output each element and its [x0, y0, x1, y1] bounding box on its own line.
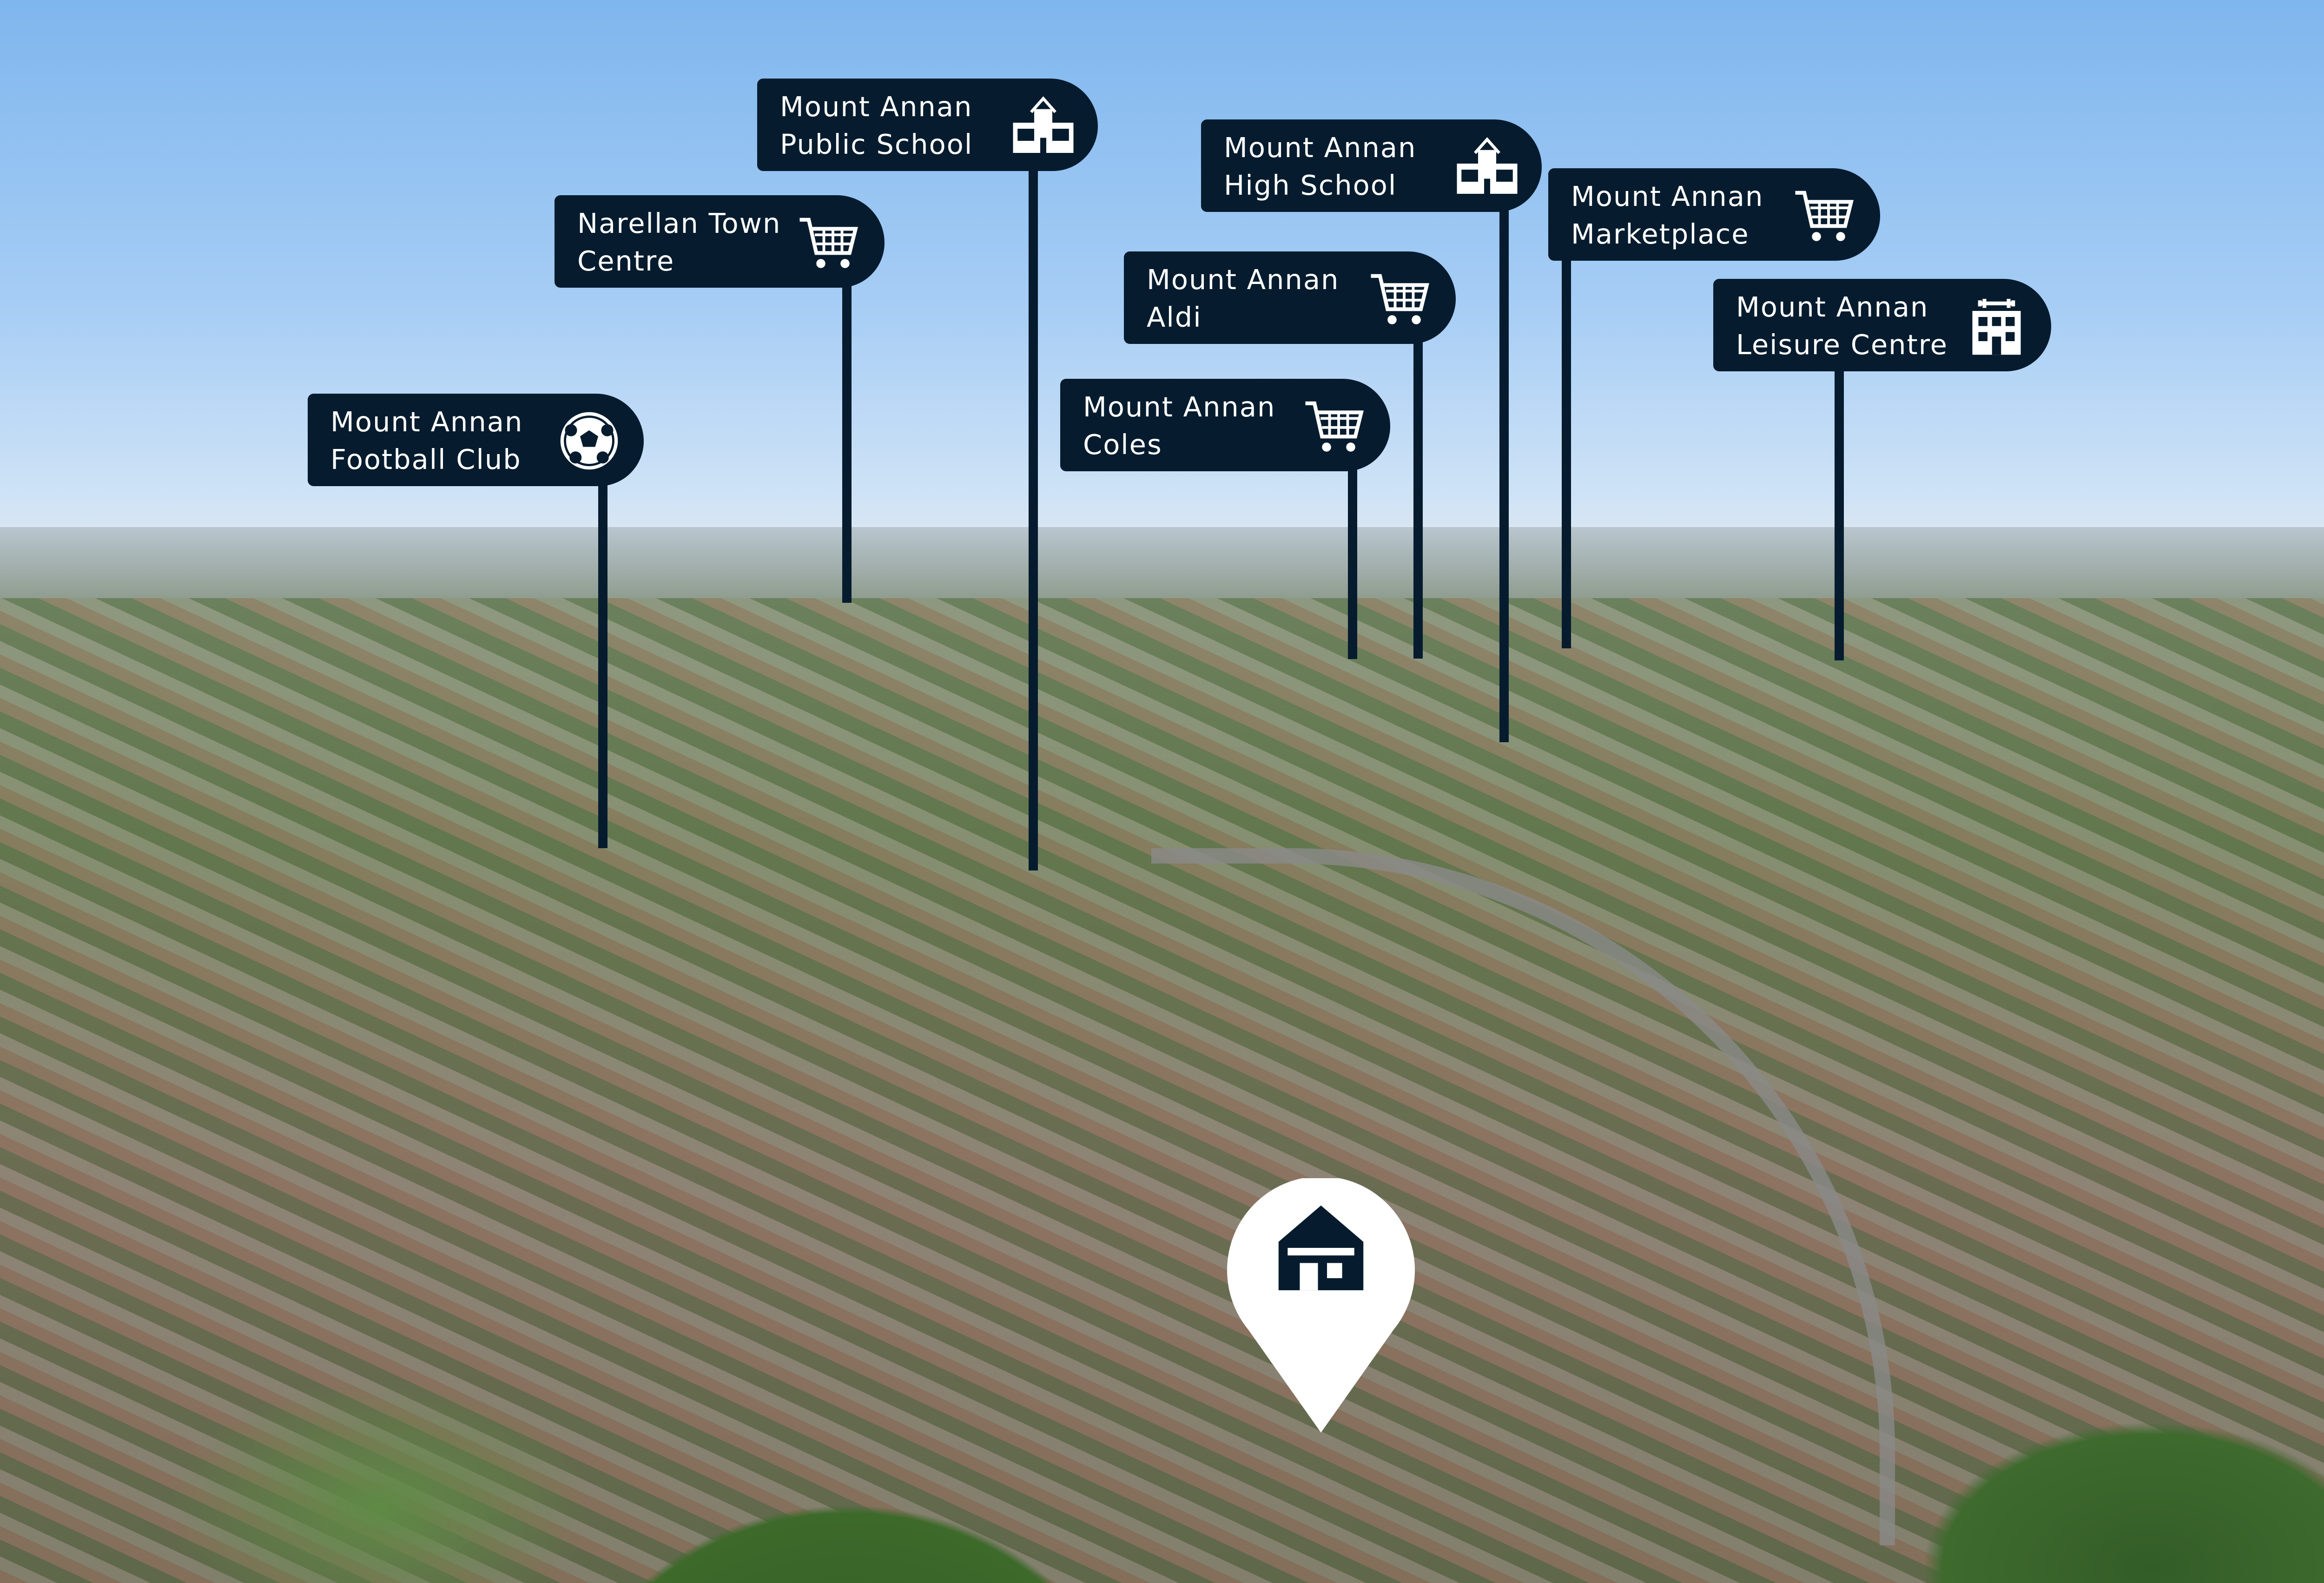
poi-name-line: Mount Annan: [1147, 264, 1340, 296]
poi-name-line: Mount Annan: [780, 91, 973, 123]
poi-name-line: Football Club: [330, 443, 522, 475]
poi-name-line: Narellan Town: [577, 207, 781, 239]
shopping-cart-icon: [1371, 274, 1429, 324]
poi-name-line: Mount Annan: [330, 406, 523, 438]
poi-label-narellan-town-centre[interactable]: Narellan Town Centre: [555, 195, 885, 288]
soccer-ball-icon: [560, 412, 618, 470]
shopping-cart-icon: [799, 218, 858, 268]
school-icon: [1457, 137, 1518, 194]
horizon-hills: [0, 527, 2324, 603]
poi-label-aldi[interactable]: Mount Annan Aldi: [1124, 251, 1456, 344]
poi-label-coles[interactable]: Mount Annan Coles: [1060, 379, 1390, 471]
pole-marketplace: [1562, 257, 1571, 648]
poi-name-line: Leisure Centre: [1736, 329, 1948, 361]
poi-label-marketplace[interactable]: Mount Annan Marketplace: [1548, 168, 1880, 261]
poi-name-line: Marketplace: [1571, 218, 1750, 250]
pole-public-school: [1029, 166, 1038, 871]
pole-coles: [1348, 467, 1357, 659]
house-icon: [1278, 1205, 1364, 1291]
poi-label-high-school[interactable]: Mount Annan High School: [1201, 119, 1542, 212]
pole-high-school: [1499, 209, 1509, 742]
poi-label-leisure-centre[interactable]: Mount Annan Leisure Centre: [1713, 279, 2051, 371]
pole-football: [598, 481, 607, 848]
poi-name-line: Centre: [577, 245, 675, 277]
poi-label-public-school[interactable]: Mount Annan Public School: [757, 79, 1098, 171]
shopping-cart-icon: [1305, 401, 1364, 452]
poi-name-line: Mount Annan: [1571, 180, 1764, 212]
poi-name-line: Mount Annan: [1736, 291, 1929, 323]
pole-leisure: [1835, 368, 1844, 660]
poi-label-football-club[interactable]: Mount Annan Football Club: [308, 394, 644, 486]
poi-name-line: Aldi: [1147, 301, 1202, 333]
shopping-cart-icon: [1795, 191, 1854, 241]
poi-name-line: Mount Annan: [1083, 391, 1276, 423]
school-icon: [1013, 96, 1074, 153]
pole-aldi: [1413, 341, 1423, 659]
poi-name-line: Coles: [1083, 429, 1162, 461]
home-location-pin[interactable]: [1227, 1178, 1415, 1436]
poi-name-line: Mount Annan: [1224, 132, 1417, 164]
gym-building-icon: [1972, 299, 2021, 355]
pole-narellan: [842, 285, 852, 603]
poi-name-line: Public School: [780, 128, 973, 160]
poi-name-line: High School: [1224, 169, 1397, 201]
